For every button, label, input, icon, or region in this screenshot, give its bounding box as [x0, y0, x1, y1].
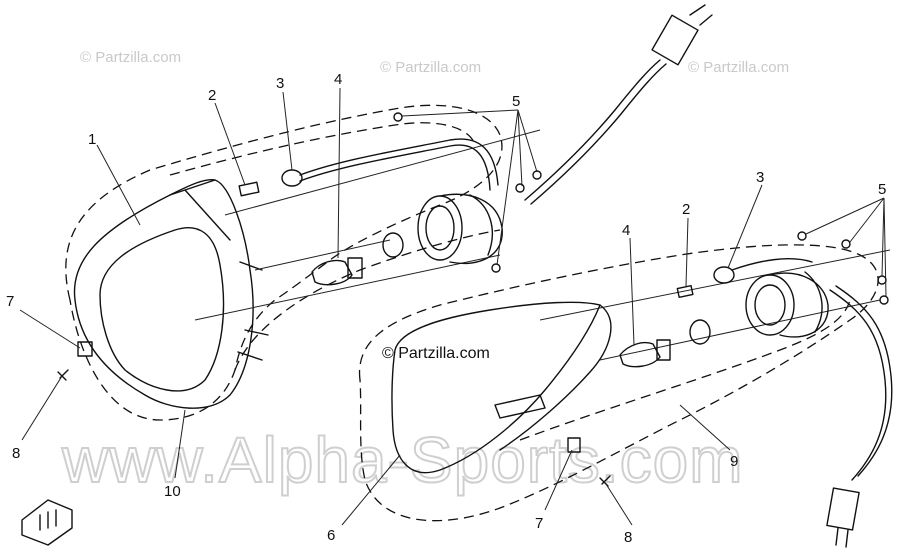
right-headlight-bulb — [619, 319, 711, 368]
right-fairing-inner — [519, 299, 851, 441]
left-position-bulb — [238, 181, 260, 197]
callout-5-right: 5 — [878, 181, 886, 198]
left-fairing-inner — [169, 122, 501, 371]
watermark-partzilla-3: © Partzilla.com — [688, 59, 789, 76]
callout-6: 6 — [327, 527, 335, 544]
left-axis-line-1 — [224, 129, 541, 216]
right-fairing-outline — [358, 244, 879, 522]
right-fairing-window — [494, 394, 546, 419]
leader-2-left — [214, 102, 246, 186]
callout-7-left: 7 — [6, 293, 14, 310]
left-axis-line-3 — [254, 239, 391, 271]
right-fairing-body — [391, 301, 601, 474]
bottom-wire-connector — [826, 285, 893, 548]
leader-5-left — [401, 109, 538, 266]
left-housing-mount — [237, 261, 269, 361]
leader-5-right — [805, 197, 887, 297]
right-reflector-ring — [745, 271, 829, 338]
left-fairing-outline — [65, 104, 503, 421]
watermark-partzilla-2: © Partzilla.com — [380, 59, 481, 76]
callout-2-left: 2 — [208, 87, 216, 104]
left-reflector-ring — [417, 193, 503, 265]
callout-8-left: 8 — [12, 445, 20, 462]
left-clip — [77, 341, 93, 357]
leader-8-left — [21, 375, 63, 441]
callout-8-right: 8 — [624, 529, 632, 546]
left-housing-top — [169, 179, 231, 241]
callout-3-left: 3 — [276, 75, 284, 92]
leader-4-right — [629, 237, 635, 346]
left-screw — [57, 369, 69, 381]
callout-9: 9 — [730, 453, 738, 470]
top-wire-connector — [524, 4, 713, 205]
leader-6 — [341, 454, 401, 526]
callout-7-right: 7 — [535, 515, 543, 532]
left-headlight-housing — [73, 178, 254, 409]
callout-1: 1 — [88, 131, 96, 148]
left-headlight-bulb — [311, 232, 404, 286]
right-bulb-socket — [713, 258, 813, 284]
front-direction-arrow-icon — [21, 499, 73, 546]
watermark-partzilla-center: © Partzilla.com — [382, 345, 490, 362]
right-axis-line-2 — [599, 299, 881, 361]
callout-3-right: 3 — [756, 169, 764, 186]
leader-3-right — [727, 184, 763, 269]
right-fairing-edge — [499, 304, 612, 451]
left-axis-line-2 — [194, 254, 501, 321]
leader-3-left — [282, 91, 293, 171]
leader-9 — [679, 404, 731, 451]
callout-5-left: 5 — [512, 93, 520, 110]
left-bulb-socket — [281, 138, 499, 191]
left-headlight-lens — [99, 227, 225, 392]
right-axis-line-1 — [539, 249, 891, 321]
right-clip — [567, 437, 581, 453]
leader-4-left — [337, 87, 341, 259]
leader-7-right — [544, 449, 573, 511]
callout-2-right: 2 — [682, 201, 690, 218]
watermark-partzilla-1: © Partzilla.com — [80, 49, 181, 66]
leader-7-left — [19, 309, 81, 349]
callout-4-right: 4 — [622, 222, 630, 239]
right-position-bulb — [676, 284, 694, 299]
leader-1 — [96, 144, 141, 226]
callout-4-left: 4 — [334, 71, 342, 88]
callout-10: 10 — [164, 483, 181, 500]
leader-8-right — [605, 483, 633, 526]
leader-2-right — [685, 217, 689, 287]
leader-10 — [174, 409, 186, 479]
